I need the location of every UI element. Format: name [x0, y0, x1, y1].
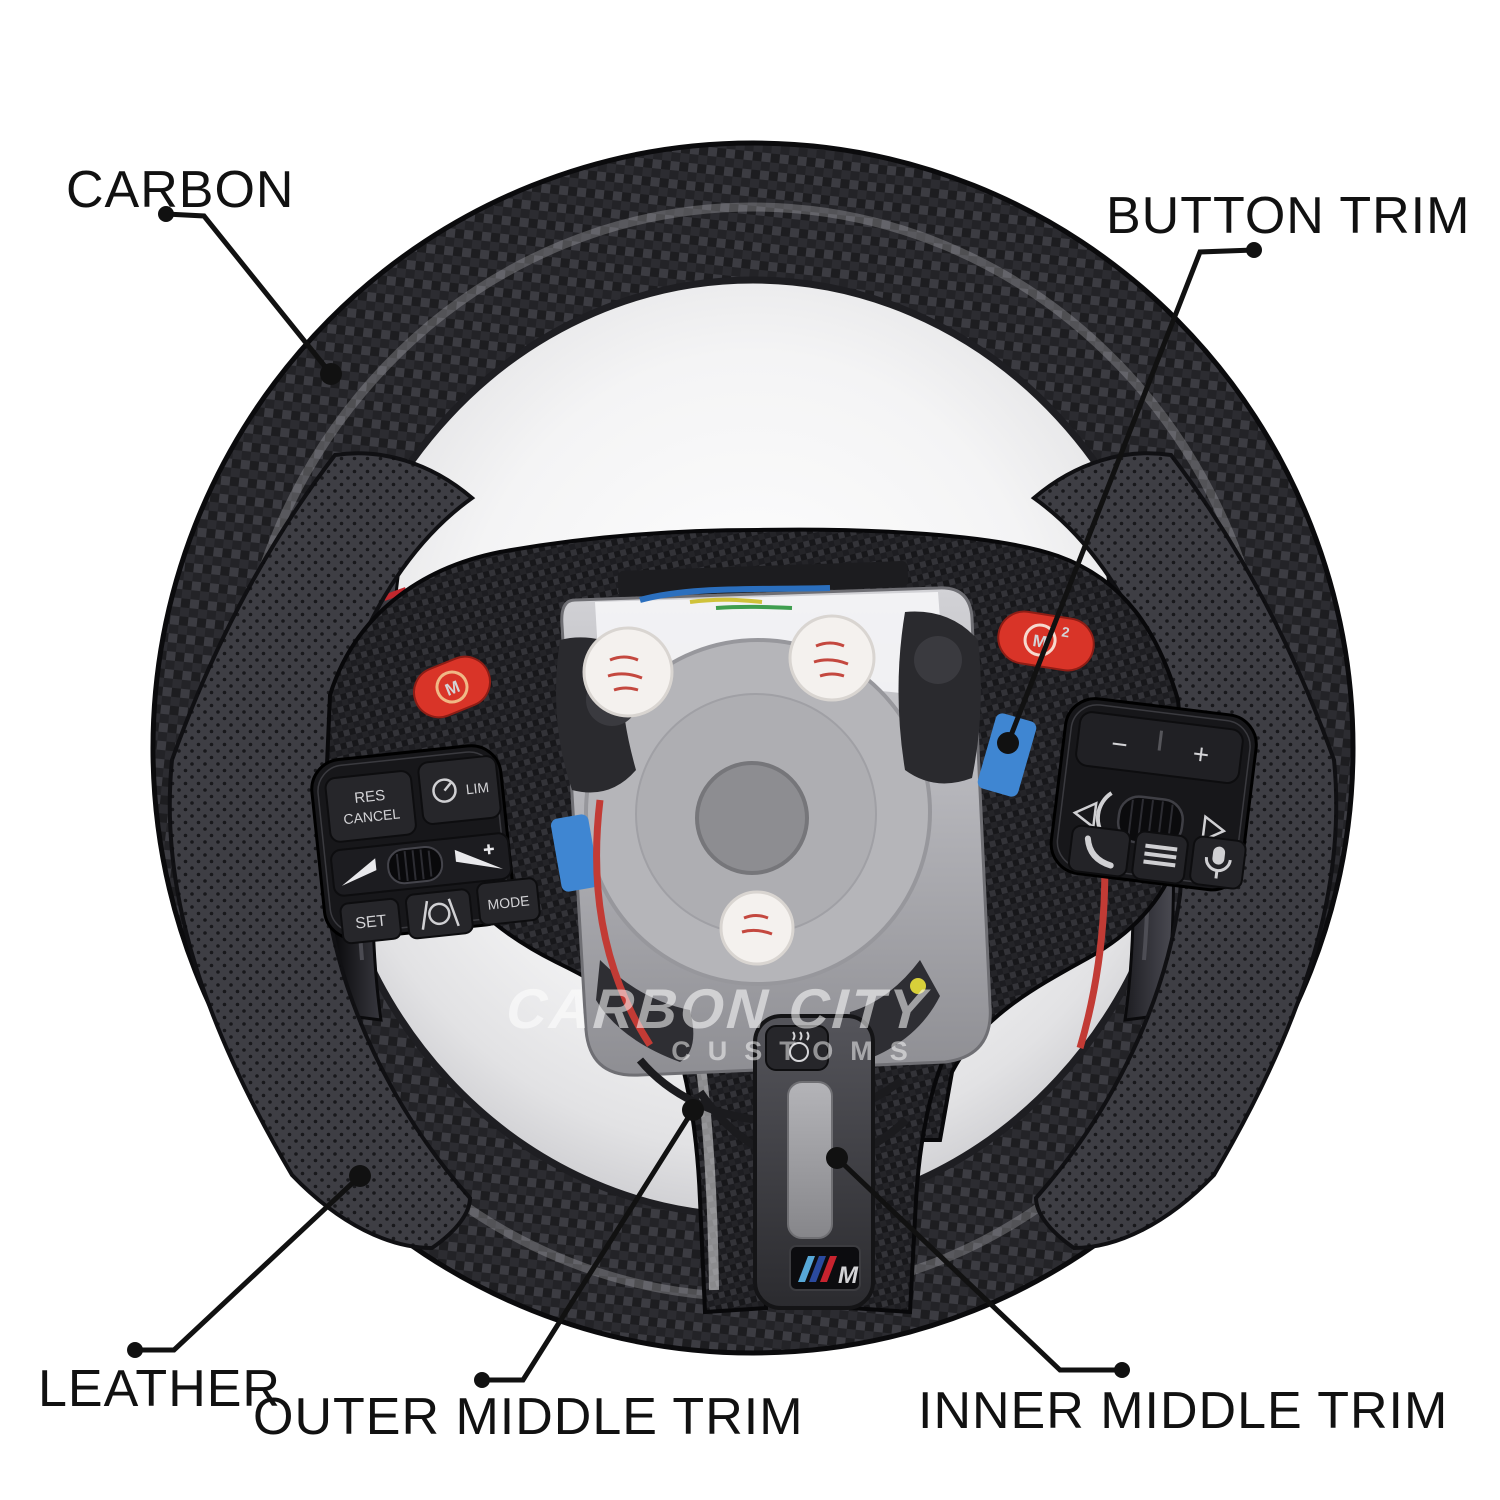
phone-menu-mic-row — [1067, 824, 1247, 890]
microphone-icon — [1204, 846, 1232, 879]
trim-highlight — [695, 1059, 719, 1291]
callout-button-trim: BUTTON TRIM — [997, 187, 1470, 754]
trim-slot — [787, 1081, 833, 1239]
lane-assist-button — [404, 888, 474, 940]
watermark-line1: CARBON CITY — [504, 977, 932, 1040]
inner-middle-trim: M — [753, 1014, 875, 1310]
label-carbon: CARBON — [66, 161, 294, 219]
next-track-icon — [1200, 814, 1227, 843]
mode-button: MODE — [476, 877, 541, 926]
res-cancel-button: RES CANCEL — [324, 770, 417, 843]
label-inner-middle-trim: INNER MIDDLE TRIM — [918, 1382, 1448, 1440]
volume-plus-button: + — [1191, 738, 1211, 771]
callouts: CARBON BUTTON TRIM LEATHER OUTER MIDDLE … — [38, 161, 1470, 1446]
label-button-trim: BUTTON TRIM — [1106, 187, 1470, 245]
label-outer-middle-trim: OUTER MIDDLE TRIM — [253, 1388, 804, 1446]
svg-text:SET: SET — [354, 912, 387, 932]
heated-wheel-button — [765, 1025, 829, 1071]
m-badge-letter: M — [838, 1262, 859, 1289]
right-button-cluster: − + — [1049, 697, 1258, 892]
inspection-sticker-1 — [582, 626, 674, 718]
center-hub — [550, 561, 1109, 1166]
svg-text:RES: RES — [354, 787, 386, 807]
inspection-sticker-3 — [719, 890, 795, 966]
volume-bar: − + — [1075, 711, 1244, 784]
phone-icon — [1084, 835, 1114, 869]
speed-decrease-icon — [341, 858, 377, 886]
menu-list-icon — [1143, 843, 1178, 868]
red-wire-left — [593, 799, 653, 1047]
speed-roller — [330, 832, 512, 897]
lane-assist-icon — [428, 902, 451, 926]
steering-wheel: M M 2 RES CANCEL LIM — [150, 140, 1356, 1356]
set-button: SET — [339, 897, 402, 945]
m1-label: M — [442, 677, 462, 700]
speed-limit-icon — [432, 778, 457, 803]
blue-connector-left — [550, 814, 600, 892]
svg-text:LIM: LIM — [465, 779, 490, 797]
inspection-sticker-2 — [788, 614, 876, 702]
svg-text:MODE: MODE — [487, 892, 530, 912]
callout-leather: LEATHER — [38, 1165, 371, 1418]
left-button-cluster: RES CANCEL LIM SET — [310, 744, 541, 945]
heated-wheel-icon — [789, 1042, 809, 1062]
steering-column-hole — [695, 761, 809, 875]
watermark-line2: CUSTOMS — [671, 1036, 925, 1066]
lim-button: LIM — [417, 755, 502, 825]
prev-track-icon — [1072, 801, 1098, 830]
svg-text:CANCEL: CANCEL — [343, 805, 401, 827]
callout-outer-middle-trim: OUTER MIDDLE TRIM — [253, 1099, 804, 1446]
watermark: CARBON CITY CUSTOMS — [504, 977, 932, 1066]
m2-superscript: 2 — [1061, 623, 1071, 640]
m-badge: M — [789, 1245, 861, 1291]
m1-button: M — [413, 655, 491, 719]
blue-connector-right — [977, 713, 1037, 797]
label-leather: LEATHER — [38, 1360, 281, 1418]
volume-minus-button: − — [1110, 728, 1130, 761]
callout-carbon: CARBON — [66, 161, 342, 385]
callout-inner-middle-trim: INNER MIDDLE TRIM — [826, 1147, 1448, 1440]
